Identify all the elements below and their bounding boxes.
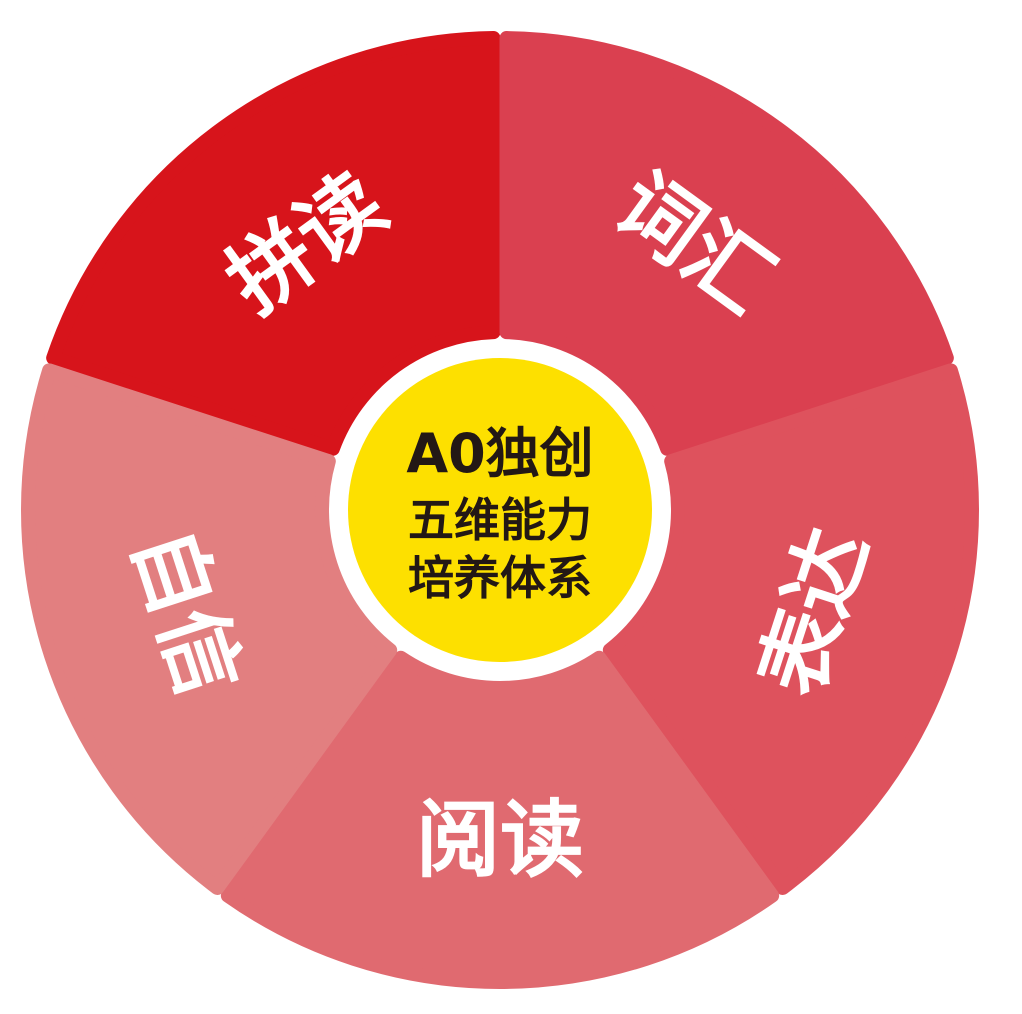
segment-vocabulary-shape — [499, 31, 954, 456]
segment-pinyin-reading: 拼读 — [46, 31, 501, 456]
segment-expression: 表达 — [602, 363, 979, 895]
center-circle — [348, 358, 652, 662]
segment-confidence-shape — [21, 363, 398, 895]
segment-confidence: 自信 — [21, 363, 398, 895]
segment-reading-label: 阅读 — [416, 791, 584, 889]
center-title-line-2: 五维能力 — [408, 493, 592, 547]
center-title-line-3: 培养体系 — [408, 551, 592, 605]
segment-reading-shape — [220, 650, 780, 989]
segment-expression-shape — [602, 363, 979, 895]
center-title-line-1: A0独创 — [406, 422, 593, 485]
segment-reading: 阅读 — [220, 650, 780, 989]
segment-vocabulary: 词汇 — [499, 31, 954, 456]
segment-pinyin-reading-shape — [46, 31, 501, 456]
